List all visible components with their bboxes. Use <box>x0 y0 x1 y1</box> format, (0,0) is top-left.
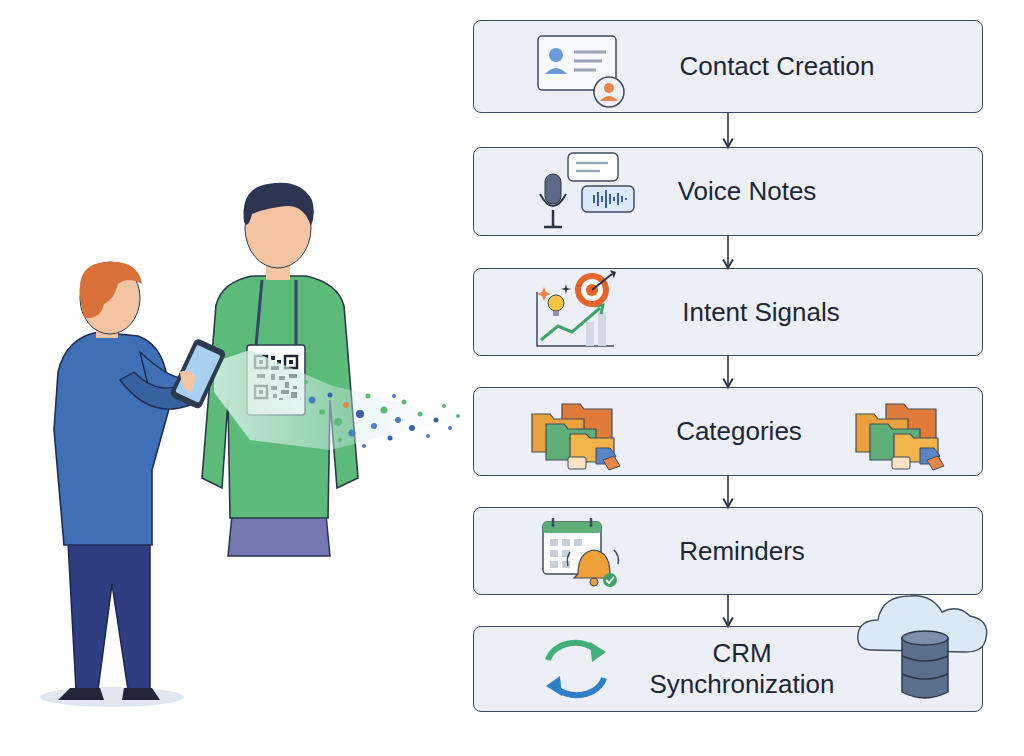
attendee-pants <box>228 515 330 556</box>
flow-arrow <box>727 356 729 387</box>
flow-arrow <box>727 595 729 626</box>
scan-beam <box>214 350 460 450</box>
voice-note-icon <box>540 153 634 227</box>
process-step-box: CRM Synchronization <box>473 626 983 712</box>
step-label: Intent Signals <box>611 269 911 355</box>
process-step-box: Categories <box>473 387 983 476</box>
ground-shadow <box>40 687 184 707</box>
data-particles <box>304 380 460 448</box>
attendee-hair <box>244 183 314 226</box>
scanner-pants <box>68 542 150 690</box>
flow-arrow <box>727 476 729 507</box>
step-label: Categories <box>629 388 849 475</box>
connector-layer <box>728 113 729 626</box>
scanner-shoes <box>58 688 160 700</box>
step-label: Contact Creation <box>627 21 927 112</box>
flow-arrow <box>727 113 729 147</box>
smartphone <box>169 338 227 410</box>
step-label: CRM Synchronization <box>637 627 847 711</box>
scanner-hair <box>80 262 142 318</box>
process-step-box: Contact Creation <box>473 20 983 113</box>
intent-chart-icon <box>537 270 616 346</box>
cloud-database-icon <box>858 596 987 698</box>
process-step-box: Intent Signals <box>473 268 983 356</box>
reminder-calendar-icon <box>543 518 619 587</box>
sync-arrows-icon <box>546 642 606 696</box>
scanner-hand <box>180 371 196 392</box>
folder-cluster-icon <box>532 404 620 470</box>
flow-arrow <box>727 236 729 268</box>
process-step-box: Reminders <box>473 507 983 595</box>
step-label: Voice Notes <box>597 148 897 235</box>
lanyard <box>256 280 296 346</box>
step-label: Reminders <box>612 508 872 594</box>
folder-cluster-icon <box>856 404 944 470</box>
process-step-box: Voice Notes <box>473 147 983 236</box>
contact-card-icon <box>538 36 624 107</box>
scanner-figure <box>54 262 227 700</box>
